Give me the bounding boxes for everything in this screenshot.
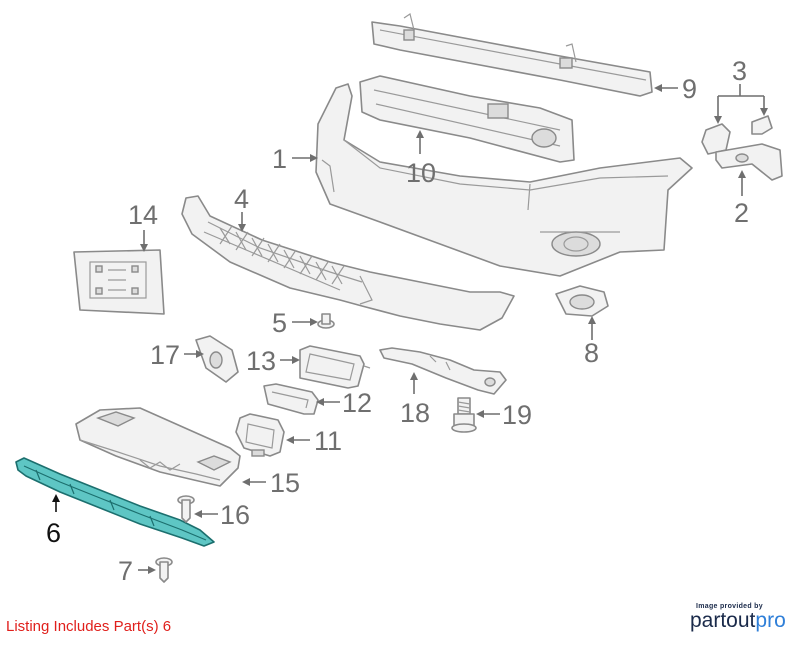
part-8-fog-bezel[interactable] <box>555 285 609 317</box>
callout-16: 16 <box>220 500 250 530</box>
arrowhead-18 <box>410 372 418 380</box>
arrowhead-3a <box>714 116 722 124</box>
callout-12: 12 <box>342 388 372 418</box>
callout-19: 19 <box>502 400 532 430</box>
part-3-caps[interactable] <box>701 115 773 155</box>
part-1-bumper-cover[interactable] <box>315 83 693 277</box>
callout-1: 1 <box>272 144 287 174</box>
arrowhead-13 <box>292 356 300 364</box>
callout-9: 9 <box>682 74 697 104</box>
callout-15: 15 <box>270 468 300 498</box>
part-2-bracket[interactable] <box>715 143 783 181</box>
part-14-license-bracket[interactable] <box>73 249 165 315</box>
brand-logo: Image provided by partoutpro <box>690 603 795 633</box>
arrowhead-17 <box>196 350 204 358</box>
callout-17: 17 <box>150 340 180 370</box>
listing-note: Listing Includes Part(s) 6 <box>6 618 172 635</box>
callout-4: 4 <box>234 184 249 214</box>
callout-6: 6 <box>46 518 61 548</box>
callout-8: 8 <box>584 338 599 368</box>
arrowhead-5 <box>310 318 318 326</box>
arrowhead-19 <box>476 410 484 418</box>
arrowhead-1 <box>310 154 318 162</box>
part-17-bezel[interactable] <box>195 335 239 383</box>
callout-10: 10 <box>406 158 436 188</box>
part-16-push-pin[interactable] <box>177 495 195 523</box>
arrowhead-4 <box>238 224 246 232</box>
part-10-absorber[interactable] <box>359 75 575 163</box>
brand-caption: Image provided by <box>696 603 763 610</box>
callout-5: 5 <box>272 308 287 338</box>
part-4-grille[interactable] <box>181 195 515 331</box>
part-15-splash-shield[interactable] <box>75 407 241 487</box>
arrowhead-12 <box>316 398 324 406</box>
arrowhead-15 <box>242 478 250 486</box>
arrowhead-10 <box>416 130 424 138</box>
part-18-side-bracket[interactable] <box>379 347 507 395</box>
part-7-push-pin[interactable] <box>155 557 173 583</box>
callout-18: 18 <box>400 398 430 428</box>
leader-3 <box>717 84 765 122</box>
callout-13: 13 <box>246 346 276 376</box>
arrowhead-16 <box>194 510 202 518</box>
callout-14: 14 <box>128 200 158 230</box>
arrowhead-14 <box>140 244 148 252</box>
callouts: 1 2 3 4 5 6 7 8 9 <box>46 56 768 586</box>
arrowhead-11 <box>286 436 294 444</box>
brand-name: partoutpro <box>690 609 795 633</box>
brand-name-part2: pro <box>755 609 786 632</box>
arrowhead-7 <box>148 566 156 574</box>
part-12-cover[interactable] <box>263 383 319 415</box>
callout-2: 2 <box>734 198 749 228</box>
arrowhead-3b <box>760 108 768 116</box>
part-19-bolt[interactable] <box>451 397 477 433</box>
callout-7: 7 <box>118 556 133 586</box>
callout-3: 3 <box>732 56 747 86</box>
arrowhead-2 <box>738 170 746 178</box>
grille-mesh <box>219 225 345 285</box>
part-11-cover[interactable] <box>235 413 285 457</box>
arrowhead-8 <box>588 316 596 324</box>
arrowhead-9 <box>654 84 662 92</box>
part-6-air-deflector[interactable] <box>15 457 215 547</box>
arrowhead-6 <box>52 494 60 502</box>
part-13-cover[interactable] <box>299 345 371 389</box>
brand-name-part1: partout <box>690 609 756 632</box>
callout-11: 11 <box>314 426 342 456</box>
part-5-clip[interactable] <box>317 313 335 329</box>
part-9-reinforcement[interactable] <box>371 13 653 97</box>
